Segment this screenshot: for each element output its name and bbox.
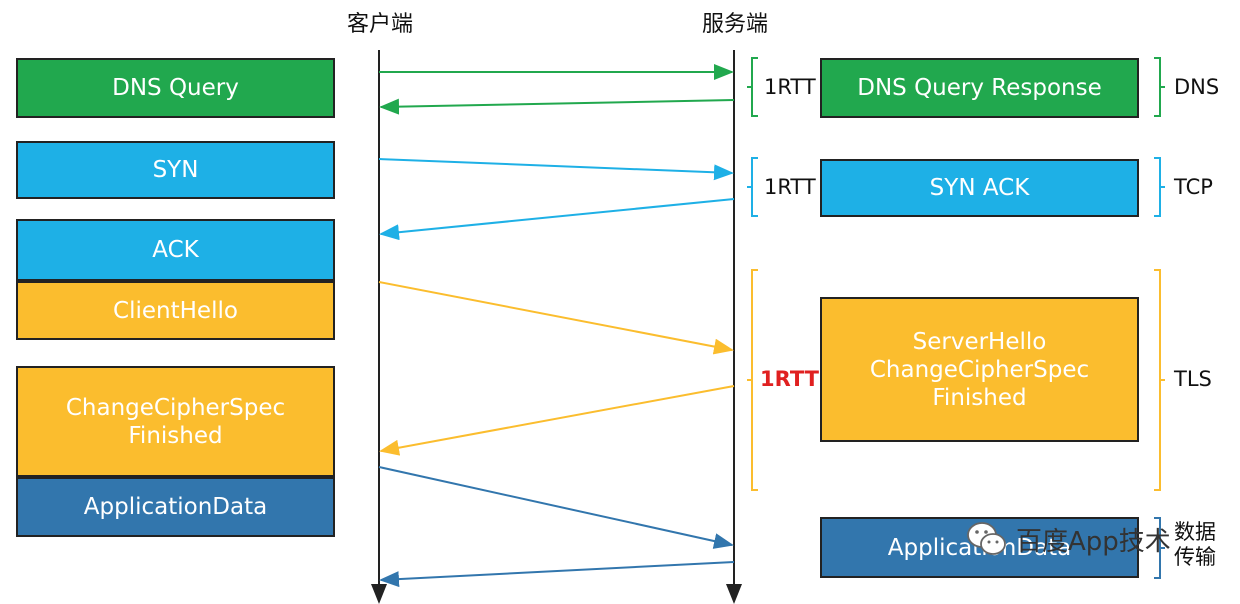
rtt-bracket-tcp — [747, 157, 758, 217]
server-box-dns-response: DNS Query Response — [820, 58, 1139, 118]
arrow-syn — [378, 158, 734, 181]
proto-bracket-data — [1154, 517, 1165, 579]
rtt-bracket-tls — [747, 269, 758, 491]
arrow-server-hello — [379, 385, 735, 456]
arrow-app-data-response — [379, 561, 735, 588]
wechat-icon — [966, 520, 1008, 558]
client-box-change-cipher-spec: ChangeCipherSpec Finished — [16, 366, 335, 477]
client-box-ack: ACK — [16, 219, 335, 281]
client-box-syn: SYN — [16, 141, 335, 199]
server-header: 服务端 — [701, 12, 769, 37]
arrow-syn-ack — [379, 198, 735, 241]
protocol-label-tcp: TCP — [1174, 175, 1213, 199]
client-box-application-data: ApplicationData — [16, 477, 335, 537]
watermark-text: 百度App技术 — [1016, 526, 1171, 557]
server-box-server-hello: ServerHello ChangeCipherSpec Finished — [820, 297, 1139, 442]
server-box-syn-ack: SYN ACK — [820, 159, 1139, 217]
arrow-dns-response — [379, 98, 735, 115]
proto-bracket-dns — [1154, 57, 1165, 117]
proto-bracket-tcp — [1154, 157, 1165, 217]
rtt-bracket-dns — [747, 57, 758, 117]
protocol-label-data-transfer: 数据 传输 — [1174, 520, 1216, 569]
protocol-label-tls: TLS — [1174, 367, 1212, 391]
watermark: 百度App技术 — [966, 520, 1171, 558]
rtt-label-tcp: 1RTT — [764, 175, 816, 199]
client-header: 客户端 — [346, 12, 414, 37]
rtt-label-tls: 1RTT — [760, 367, 819, 391]
proto-bracket-tls — [1154, 269, 1165, 491]
arrow-client-hello — [378, 281, 734, 355]
protocol-label-dns: DNS — [1174, 75, 1220, 99]
rtt-label-dns: 1RTT — [764, 75, 816, 99]
arrow-app-data-request — [378, 466, 734, 549]
client-box-client-hello: ClientHello — [16, 281, 335, 340]
client-box-dns-query: DNS Query — [16, 58, 335, 118]
